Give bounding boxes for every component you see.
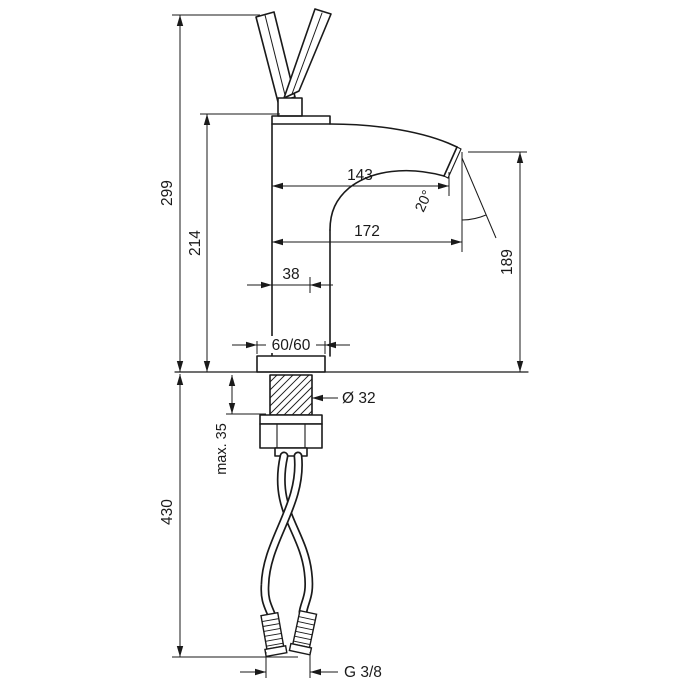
faucet-body — [271, 123, 331, 357]
dim-20deg-lines — [461, 157, 497, 239]
dim-g38-lines — [240, 652, 338, 678]
dim-299-lines — [172, 14, 260, 372]
dim-outlet-height-label: 189 — [499, 249, 516, 275]
label-mask — [266, 336, 316, 353]
dim-spout-reach-label: 143 — [347, 167, 373, 184]
dim-total-reach-label: 172 — [354, 223, 380, 240]
dim-189-lines — [468, 151, 527, 372]
threaded-shank — [269, 374, 313, 416]
dim-below-counter-label: 430 — [159, 499, 176, 525]
washer — [259, 414, 323, 425]
supply-hose-left — [260, 451, 303, 621]
hose-connector-left — [260, 611, 288, 658]
dim-body-depth-label: 38 — [282, 266, 299, 283]
handle-lever-right — [283, 8, 332, 99]
dim-total-height-label: 299 — [159, 180, 176, 206]
mounting-nut — [259, 423, 323, 449]
dimension-arrowheads — [176, 15, 524, 676]
dim-spray-angle-label: 20° — [412, 188, 436, 215]
handle-lever-left — [255, 11, 296, 103]
dim-base-footprint-label: 60/60 — [272, 337, 311, 354]
dim-connection-thread-label: G 3/8 — [344, 664, 382, 681]
dim-143-lines — [272, 172, 450, 196]
dim-172-lines — [272, 152, 463, 252]
dim-body-height-label: 214 — [187, 230, 204, 256]
faucet-cap — [271, 115, 331, 125]
dim-shank-diameter-label: Ø 32 — [342, 390, 376, 407]
base-plate — [256, 355, 326, 373]
dim-214-lines — [200, 113, 280, 372]
dim-max-thickness-label: max. 35 — [214, 423, 230, 475]
dim-430-lines — [172, 374, 298, 658]
handle-pivot — [277, 97, 303, 117]
hose-connector-right — [288, 609, 318, 656]
supply-hose-right — [276, 451, 314, 617]
aerator — [443, 146, 462, 179]
hose-collar — [274, 447, 308, 457]
